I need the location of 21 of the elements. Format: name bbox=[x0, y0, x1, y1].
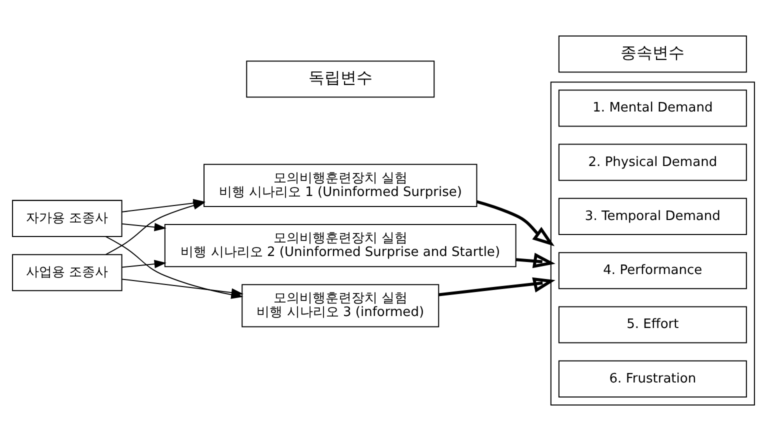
node-box: 6. Frustration bbox=[558, 360, 747, 397]
node-box: 모의비행훈련장치 실험 비행 시나리오 1 (Uninformed Surprise) bbox=[204, 163, 478, 206]
node-box: 5. Effort bbox=[558, 306, 747, 343]
node-box: 자가용 조종사 bbox=[12, 199, 122, 237]
arrow bbox=[476, 200, 555, 246]
node-box: 3. Temporal Demand bbox=[558, 197, 747, 235]
node-box: 독립변수 bbox=[246, 60, 435, 98]
node-box: 2. Physical Demand bbox=[558, 143, 747, 180]
arrow bbox=[122, 278, 244, 296]
node-box: 4. Performance bbox=[558, 252, 747, 289]
node-box: 사업용 조종사 bbox=[12, 254, 122, 291]
arrow bbox=[516, 252, 556, 268]
node-box: 모의비행훈련장치 실험 비행 시나리오 2 (Uninformed Surprise and Startle) bbox=[164, 224, 516, 267]
arrow bbox=[122, 259, 166, 268]
arrow bbox=[106, 200, 206, 254]
node-box: 모의비행훈련장치 실험 비행 시나리오 3 (informed) bbox=[242, 284, 440, 327]
node-box: 1. Mental Demand bbox=[558, 89, 747, 126]
arrow bbox=[122, 222, 166, 231]
arrow bbox=[438, 276, 556, 296]
node-box: 종속변수 bbox=[558, 35, 747, 72]
cluster bbox=[550, 81, 755, 405]
